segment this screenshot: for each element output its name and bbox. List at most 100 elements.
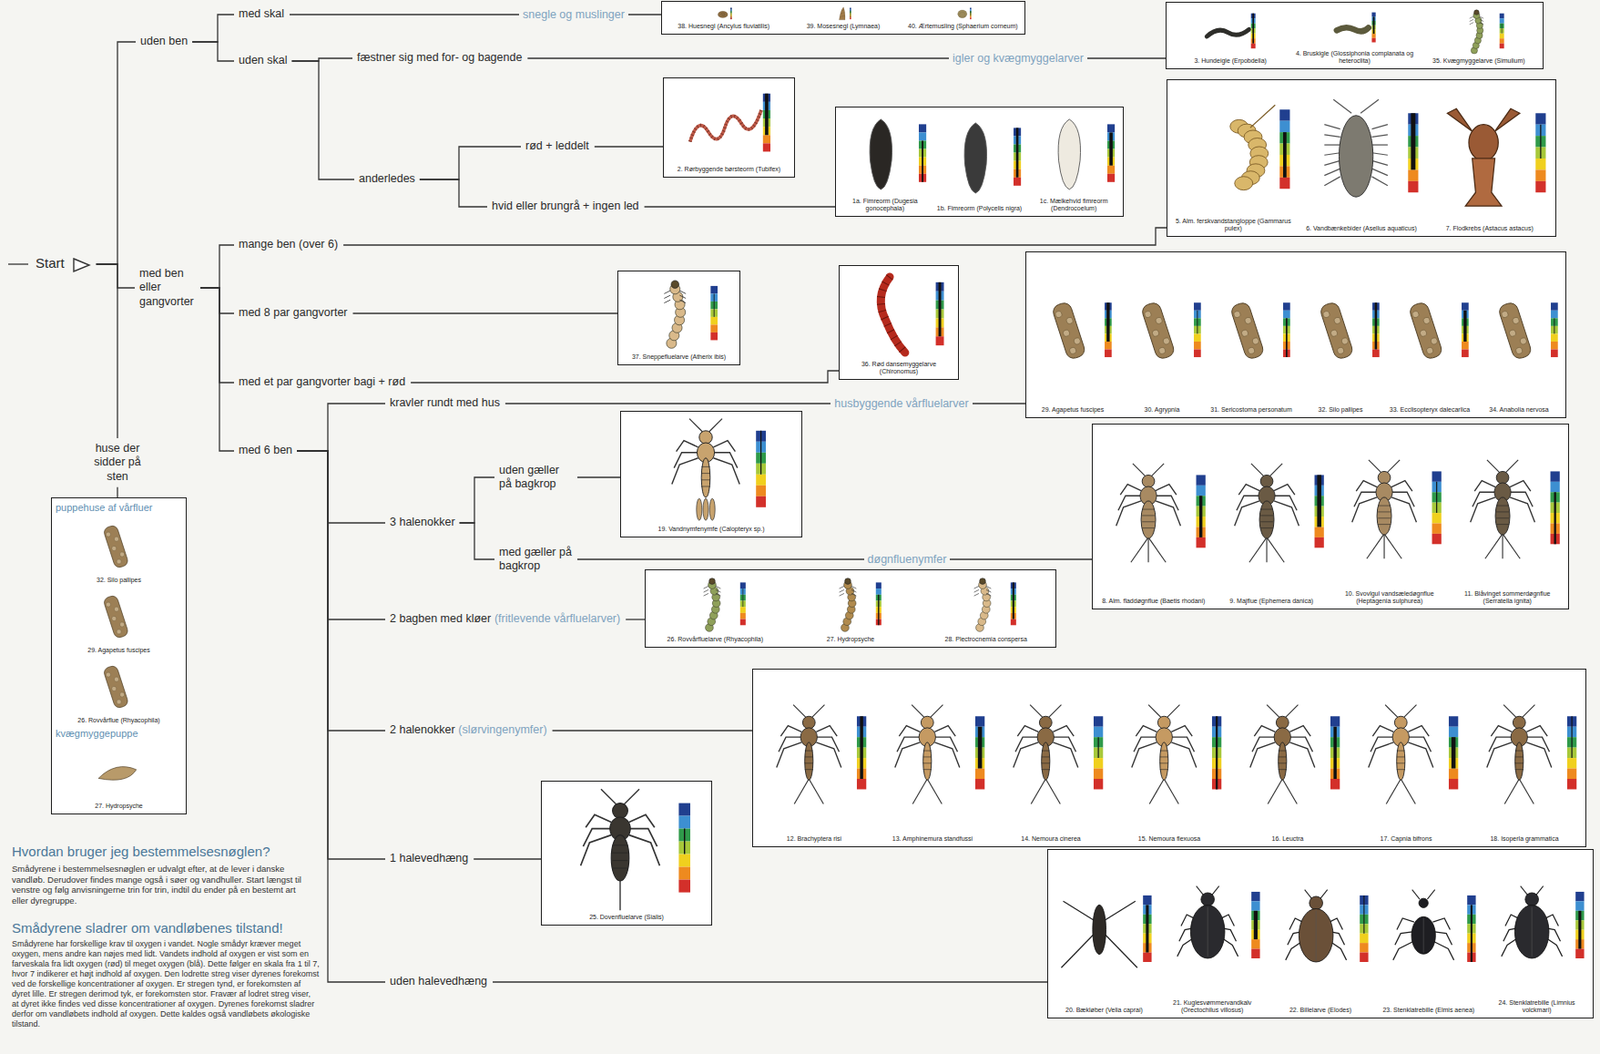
animal-drawing — [119, 691, 125, 697]
species-caption: 27. Hydropsyche — [784, 635, 918, 643]
animal-drawing — [812, 704, 826, 718]
animal-drawing — [1407, 736, 1431, 752]
key-step: uden ben — [138, 33, 190, 50]
oxygen-scale-cell — [755, 485, 766, 497]
species-illustration — [1484, 853, 1590, 999]
species-art — [1386, 255, 1473, 406]
animal-drawing — [1372, 725, 1394, 736]
oxygen-scale — [1461, 302, 1469, 357]
oxygen-scale — [1372, 302, 1380, 357]
species-caption: 25. Dovenfluelarve (Sialis) — [545, 913, 708, 921]
species-illustration — [55, 743, 183, 802]
animal-drawing — [1330, 328, 1339, 337]
oxygen-scale-cell — [1448, 726, 1458, 737]
species-item: 9. Majflue (Ephemera danica) — [1214, 428, 1330, 605]
animal-drawing — [1366, 533, 1385, 559]
species-caption: 39. Mosesnegl (Lymnaea) — [784, 22, 901, 31]
animal-drawing — [713, 440, 735, 452]
oxygen-scale-cell — [1107, 123, 1115, 133]
animal-drawing — [1376, 497, 1392, 535]
panel-heading: kvægmyggepuppe — [55, 727, 183, 740]
animal-drawing — [1233, 310, 1242, 319]
oxygen-scale-cell — [678, 879, 691, 893]
animal-drawing — [1423, 917, 1425, 953]
animal-drawing — [1336, 27, 1369, 31]
animal-drawing — [1282, 778, 1297, 804]
animal-drawing — [701, 478, 711, 480]
key-step: 3 halenokker — [387, 514, 458, 530]
species-illustration — [1268, 853, 1374, 1006]
species-art — [1208, 255, 1295, 406]
species-item: 38. Huesnegl (Ancylus fluviatilis) — [665, 5, 782, 31]
occurrence-line — [1553, 491, 1556, 544]
occurrence-line — [730, 8, 732, 21]
animal-drawing — [1073, 336, 1082, 346]
animal-drawing — [671, 280, 680, 289]
animal-drawing — [1526, 725, 1548, 736]
species-item: 3. Hundeigle (Erpobdella) — [1170, 6, 1291, 65]
key-step-text: uden gæller på bagkrop — [499, 463, 560, 490]
animal-drawing — [1135, 725, 1157, 736]
species-art — [1418, 6, 1539, 57]
species-art — [784, 573, 918, 635]
animal-drawing — [1155, 484, 1177, 495]
animal-drawing — [1250, 104, 1275, 128]
oxygen-scale — [1279, 109, 1290, 189]
species-illustration — [1386, 255, 1473, 406]
species-art — [1119, 255, 1205, 406]
animal-drawing — [1497, 301, 1533, 361]
key-line — [459, 522, 495, 560]
species-illustration — [1450, 428, 1566, 590]
animal-drawing — [1298, 908, 1334, 962]
species-panel: 38. Huesnegl (Ancylus fluviatilis)39. Mo… — [661, 0, 1026, 35]
oxygen-scale-cell — [1498, 18, 1504, 24]
animal-drawing — [717, 10, 728, 18]
animal-drawing — [1158, 346, 1167, 356]
animal-drawing — [1324, 168, 1340, 175]
key-step: 2 halenokker(slørvingenymfer) — [387, 722, 550, 738]
info-text: Smådyrene har forskellige krav til oxyge… — [11, 938, 320, 1030]
animal-drawing — [105, 601, 112, 607]
animal-drawing — [1140, 301, 1176, 361]
oxygen-scale — [1193, 302, 1202, 357]
animal-drawing — [709, 418, 723, 432]
animal-drawing — [580, 835, 612, 867]
animal-drawing — [1104, 934, 1137, 969]
animal-drawing — [1050, 301, 1087, 361]
species-panel: 12. Brachyptera risi13. Amphinemura stan… — [752, 668, 1587, 847]
animal-drawing — [1391, 491, 1415, 507]
species-illustration — [1467, 672, 1582, 835]
animal-drawing — [1400, 778, 1416, 804]
species-item: 25. Dovenfluelarve (Sialis) — [545, 784, 708, 921]
animal-drawing — [1206, 29, 1249, 37]
animal-drawing — [663, 295, 671, 298]
animal-drawing — [1141, 527, 1155, 529]
occurrence-line — [877, 594, 879, 626]
oxygen-scale — [1567, 715, 1577, 789]
animal-drawing — [623, 788, 640, 805]
key-step-text: med ben eller gangvorter — [139, 266, 194, 308]
oxygen-scale — [875, 581, 881, 625]
species-illustration — [1029, 255, 1116, 406]
oxygen-scale-cell — [969, 8, 972, 11]
animal-drawing — [1273, 500, 1299, 526]
case-drawing — [1318, 301, 1355, 361]
oxygen-scale-cell — [969, 16, 972, 19]
info-heading: Smådyrene sladrer om vandløbenes tilstan… — [11, 919, 284, 937]
animal-drawing — [102, 594, 130, 640]
species-caption: 3. Hundeigle (Erpobdella) — [1170, 57, 1291, 65]
animal-drawing — [1468, 16, 1473, 19]
animal-drawing — [703, 578, 722, 632]
key-line — [192, 14, 235, 42]
key-step: uden skal — [236, 52, 290, 69]
oxygen-scale-cell — [1549, 481, 1560, 492]
animal-drawing — [1104, 900, 1135, 920]
animal-drawing — [1132, 463, 1146, 477]
key-line — [116, 487, 118, 498]
info-heading: Hvordan bruger jeg bestemmelsesnøglen? — [11, 843, 270, 860]
animal-drawing — [1131, 704, 1197, 805]
species-art — [1299, 83, 1425, 225]
key-step-text: med 8 par gangvorter — [238, 305, 348, 319]
animal-drawing — [1154, 316, 1163, 326]
animal-drawing — [1488, 736, 1512, 752]
